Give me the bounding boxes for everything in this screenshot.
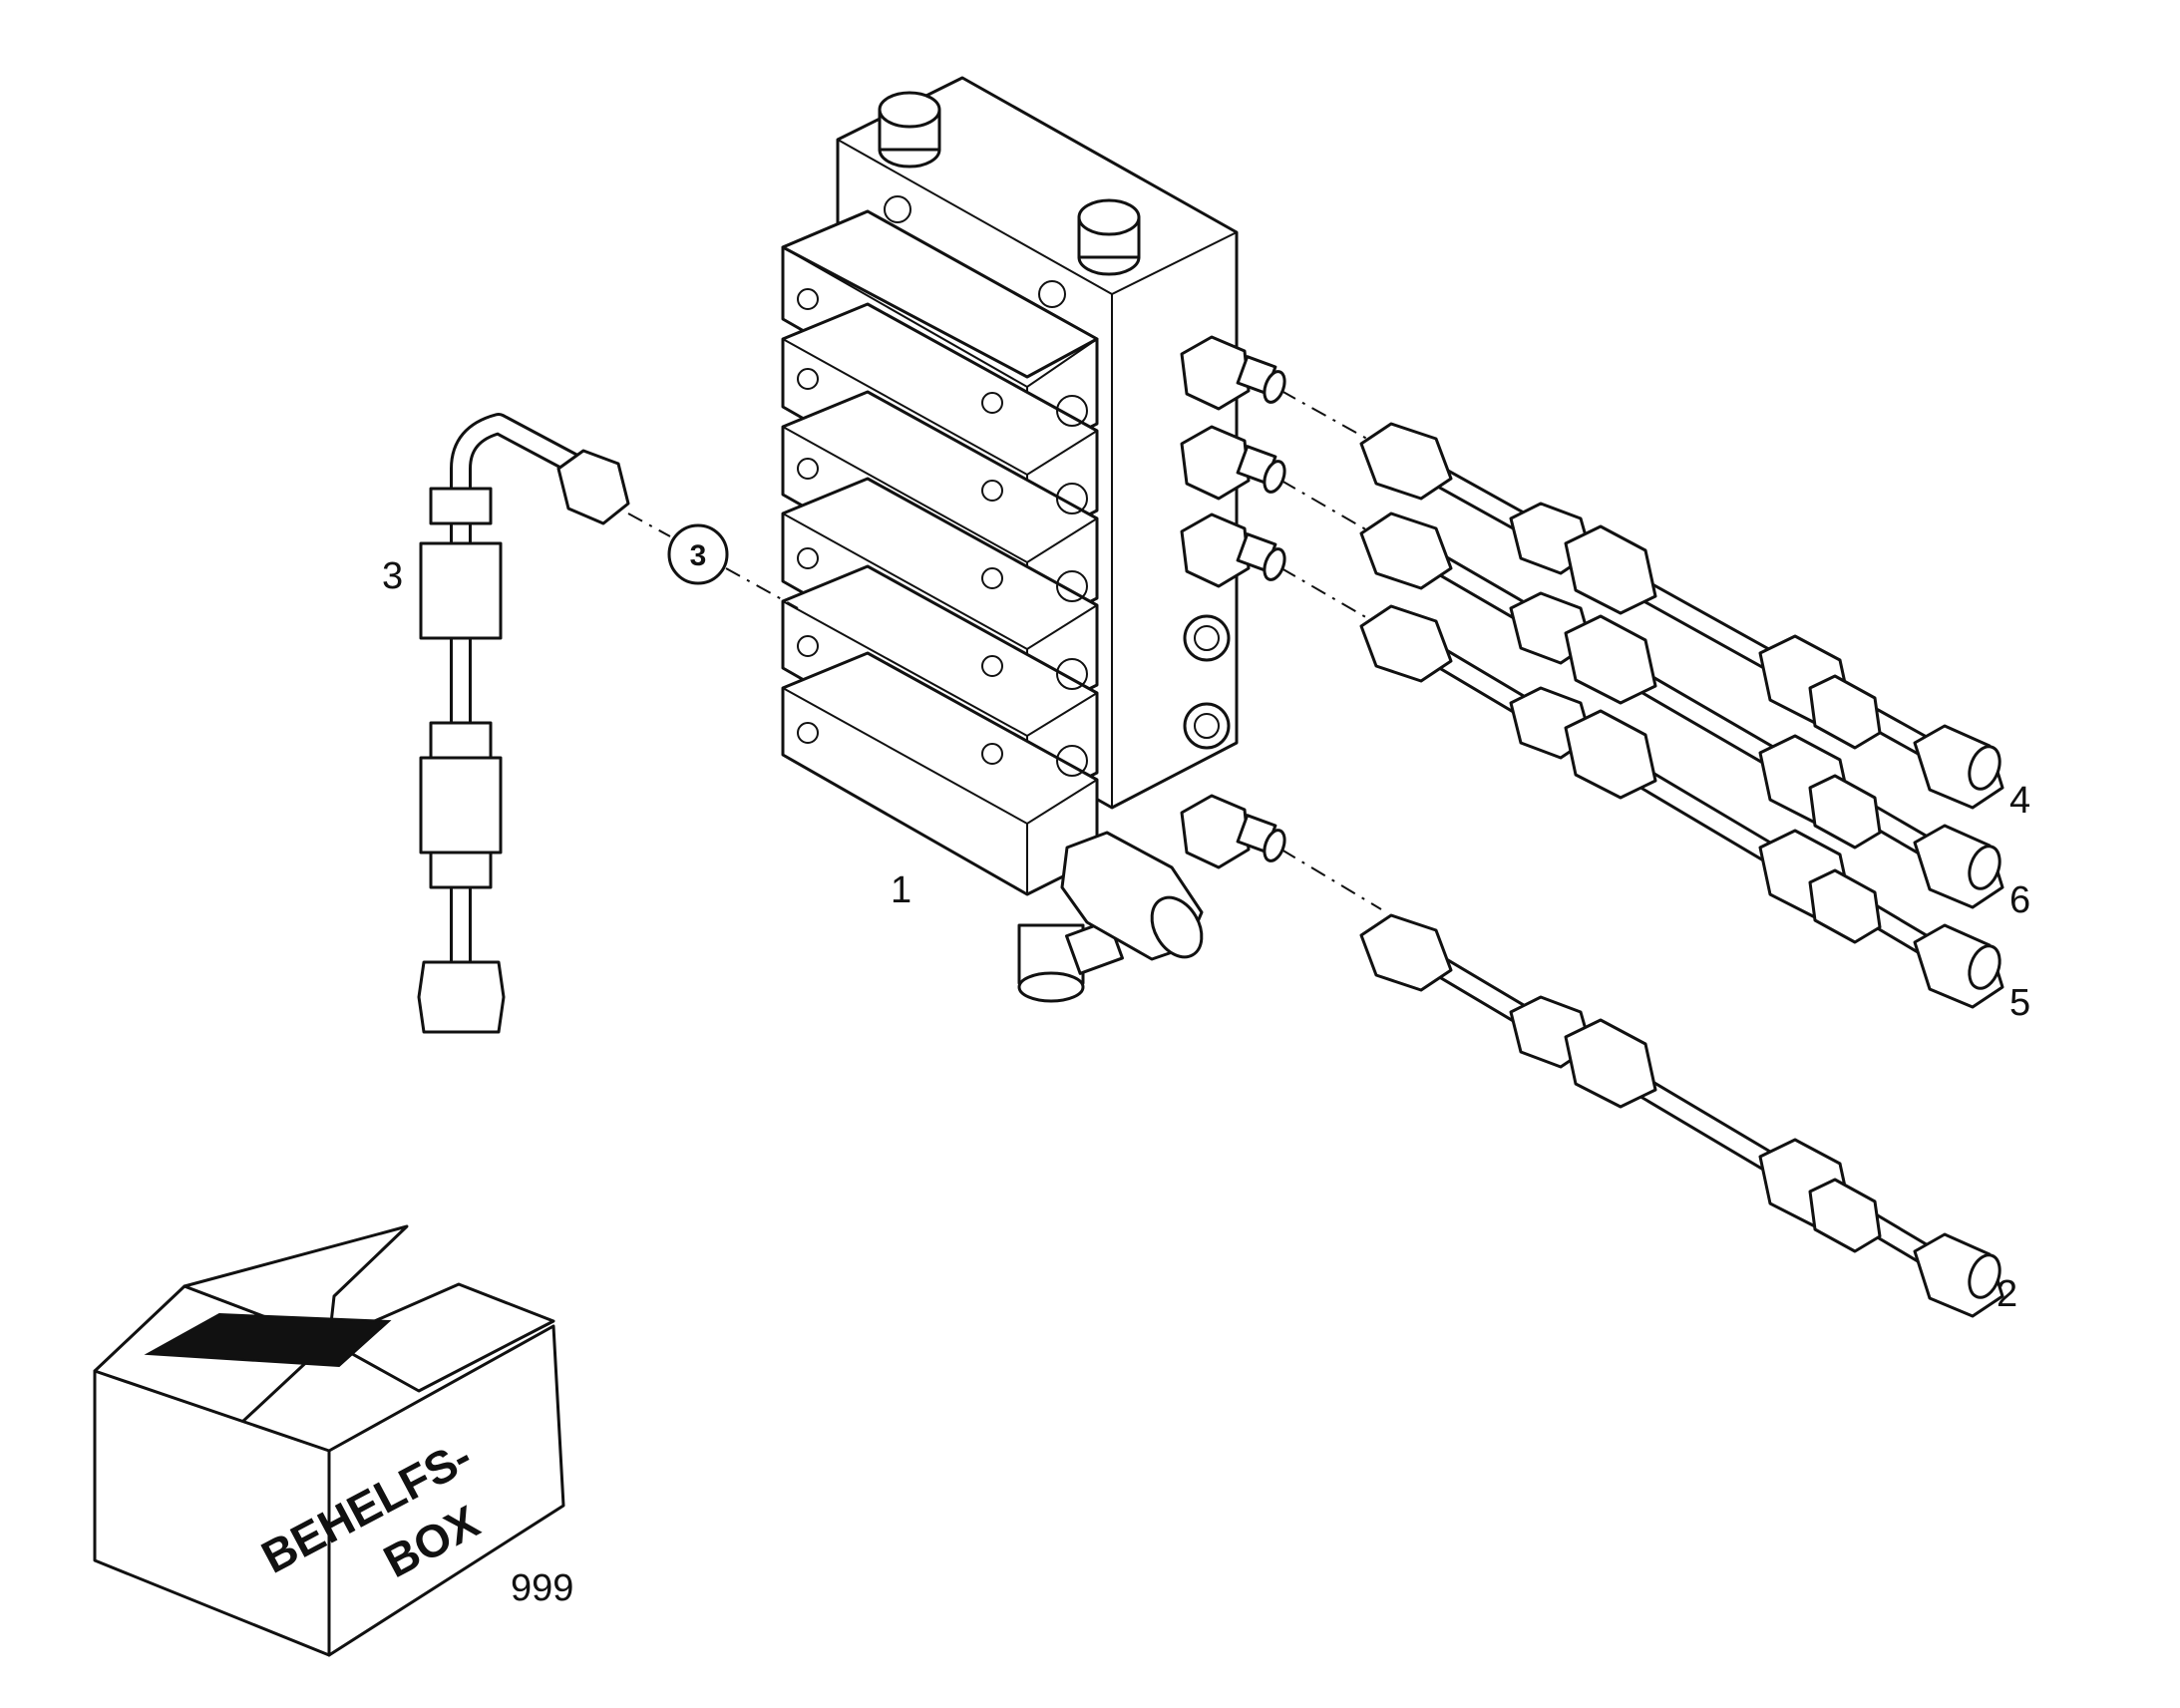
bubble-3-text: 3 [690, 539, 707, 572]
outlet-fitting-lower [1180, 512, 1286, 588]
callout-bubble-3: 3 [667, 523, 729, 585]
top-nut-front [1077, 198, 1141, 276]
assembly-center-lines [627, 390, 1382, 910]
label-part-6: 6 [2009, 879, 2030, 921]
behelfs-box: BEHELFS- BOX [93, 1224, 565, 1657]
outlet-fitting-bottom [1180, 794, 1286, 869]
top-nut-rear [878, 91, 941, 169]
tube-assembly-2 [1359, 913, 2004, 1318]
label-part-4: 4 [2009, 780, 2030, 822]
lube-nipple [1060, 831, 1204, 961]
outlet-fitting-upper [1180, 335, 1286, 411]
tube-assembly-5 [1359, 604, 2004, 1009]
label-part-1: 1 [891, 869, 911, 911]
distributor-block [781, 76, 1239, 1003]
tube-assembly-6 [1359, 512, 2004, 909]
bent-tube-assembly-3 [417, 413, 630, 1034]
outlet-fitting-middle [1180, 425, 1286, 501]
tube-assembly-4 [1359, 422, 2004, 810]
label-box-999: 999 [511, 1567, 573, 1609]
label-part-5: 5 [2009, 982, 2030, 1024]
label-part-2: 2 [1997, 1273, 2017, 1315]
inlet-fitting [1017, 918, 1124, 1003]
metering-section-top [781, 209, 1099, 379]
label-part-3: 3 [382, 555, 403, 597]
side-port-plugs [1183, 614, 1231, 750]
